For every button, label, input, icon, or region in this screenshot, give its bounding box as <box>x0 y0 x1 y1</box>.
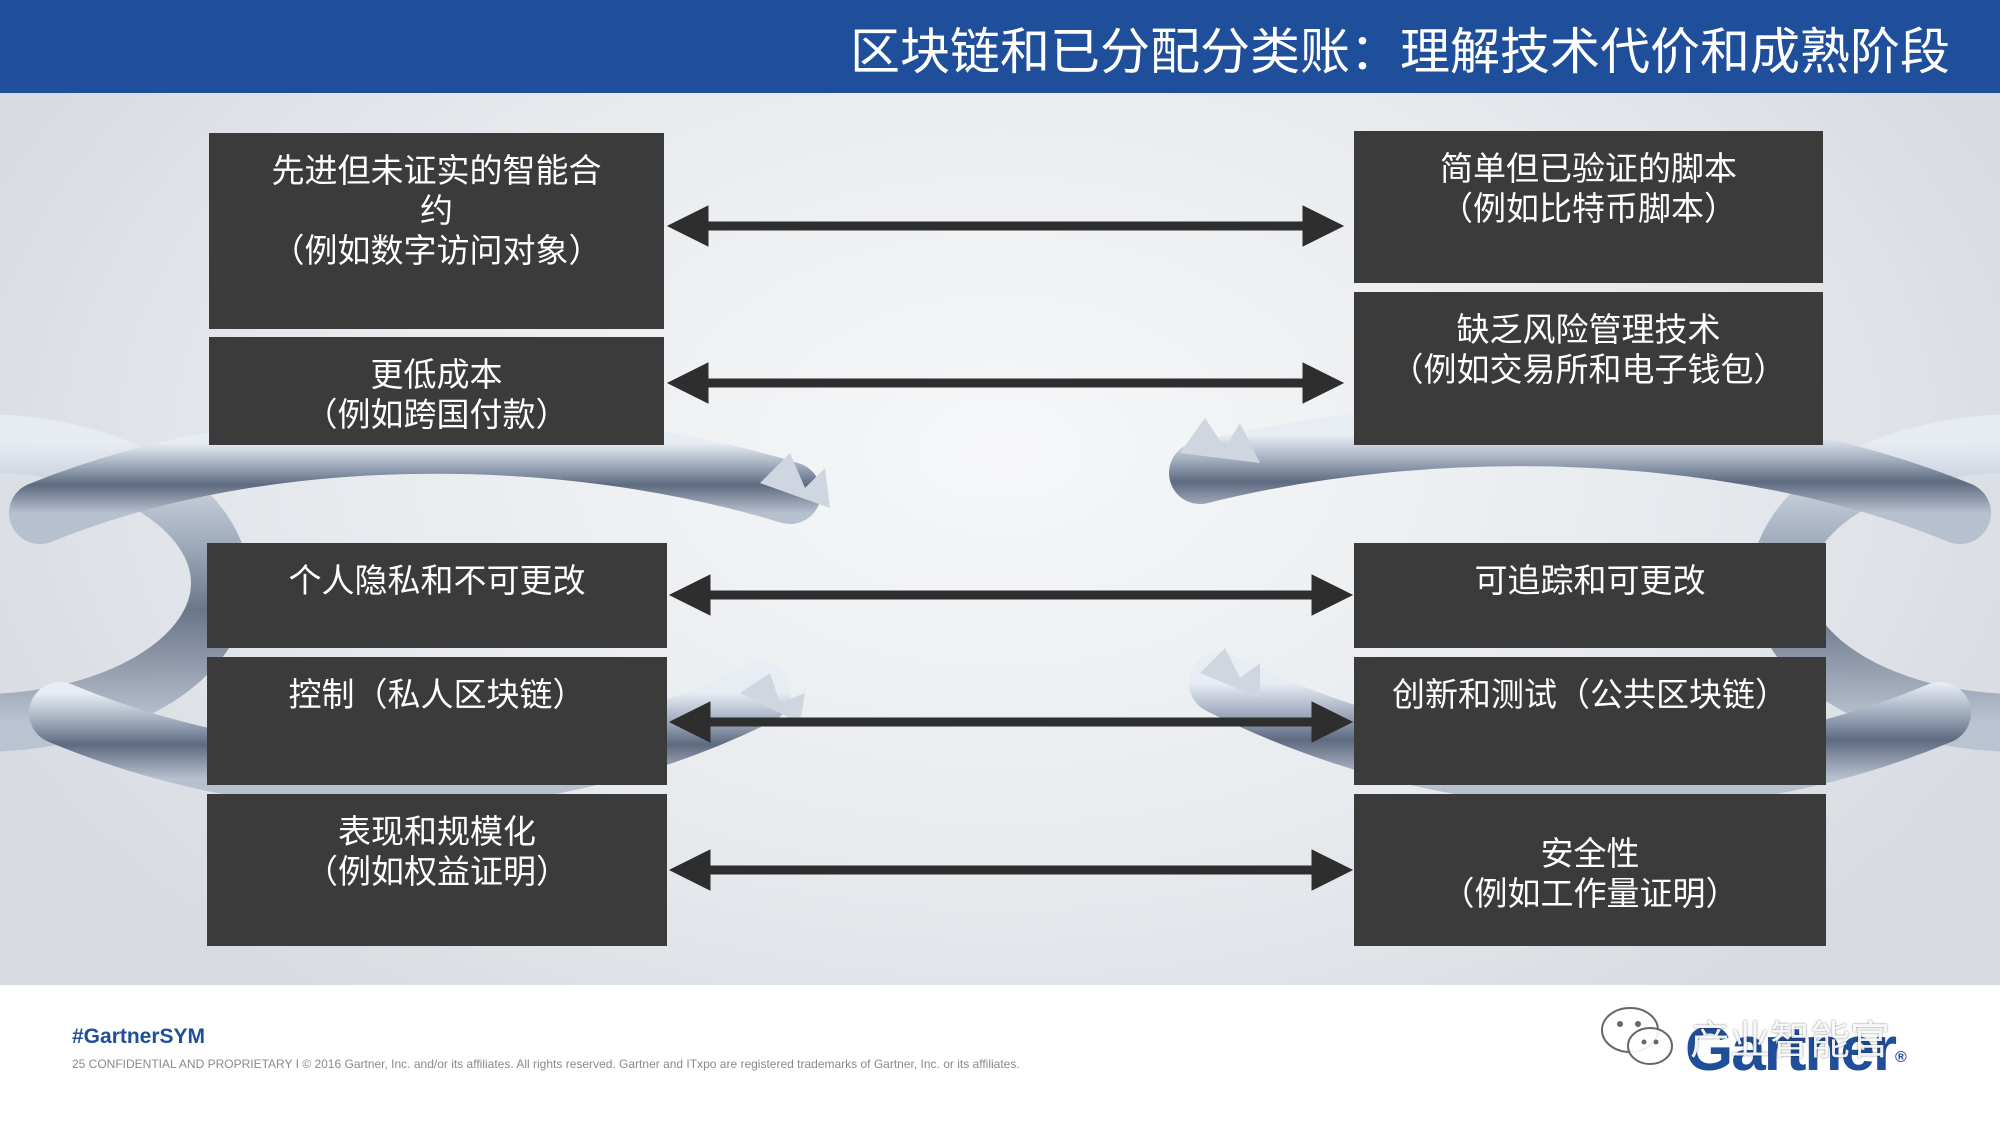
logo-text: Gartner <box>1685 1015 1897 1084</box>
hashtag: #GartnerSYM <box>72 1025 206 1048</box>
right-box-security: 安全性 （例如工作量证明） <box>1354 794 1826 946</box>
box-line: 创新和测试（公共区块链） <box>1392 675 1788 714</box>
right-box-simple-script: 简单但已验证的脚本 （例如比特币脚本） <box>1354 131 1823 283</box>
left-box-smart-contracts: 先进但未证实的智能合 约 （例如数字访问对象） <box>209 133 664 329</box>
box-line: 表现和规模化 <box>338 812 536 851</box>
box-line: 可追踪和可更改 <box>1474 561 1706 600</box>
box-line: （例如工作量证明） <box>1441 874 1739 913</box>
box-line: （例如数字访问对象） <box>271 231 602 270</box>
double-arrow-1 <box>666 205 1345 247</box>
double-arrow-4 <box>668 701 1354 743</box>
left-box-lower-cost: 更低成本 （例如跨国付款） <box>209 337 664 445</box>
box-line: 约 <box>420 191 453 230</box>
right-box-risk-management: 缺乏风险管理技术 （例如交易所和电子钱包） <box>1354 292 1823 445</box>
double-arrow-3 <box>668 574 1354 616</box>
box-line: （例如比特币脚本） <box>1440 189 1737 228</box>
box-line: （例如权益证明） <box>305 852 569 891</box>
double-arrow-2 <box>666 362 1345 404</box>
right-box-innovation: 创新和测试（公共区块链） <box>1354 657 1826 785</box>
double-arrow-5 <box>668 849 1354 891</box>
legal-notice: 25 CONFIDENTIAL AND PROPRIETARY I © 2016… <box>72 1057 1020 1071</box>
box-line: 简单但已验证的脚本 <box>1440 149 1737 188</box>
box-line: 个人隐私和不可更改 <box>288 561 586 600</box>
header-bar: 区块链和已分配分类账：理解技术代价和成熟阶段 <box>0 0 2000 93</box>
right-box-traceable: 可追踪和可更改 <box>1354 543 1826 648</box>
wechat-icon <box>1601 1007 1673 1065</box>
gartner-logo: Gartner® <box>1685 1015 1907 1093</box>
box-line: 安全性 <box>1540 834 1640 873</box>
page-title: 区块链和已分配分类账：理解技术代价和成熟阶段 <box>850 23 1950 81</box>
left-box-control: 控制（私人区块链） <box>207 657 667 785</box>
box-line: 更低成本 <box>370 355 503 394</box>
box-line: 控制（私人区块链） <box>288 675 586 714</box>
box-line: （例如跨国付款） <box>304 395 569 434</box>
box-line: （例如交易所和电子钱包） <box>1390 350 1787 389</box>
box-line: 先进但未证实的智能合 <box>271 151 602 190</box>
left-box-privacy: 个人隐私和不可更改 <box>207 543 667 648</box>
registered-mark: ® <box>1894 1049 1907 1066</box>
watermark-text: 产业智能官 <box>1690 1018 1890 1064</box>
left-box-performance: 表现和规模化 （例如权益证明） <box>207 794 667 946</box>
box-line: 缺乏风险管理技术 <box>1456 310 1721 349</box>
